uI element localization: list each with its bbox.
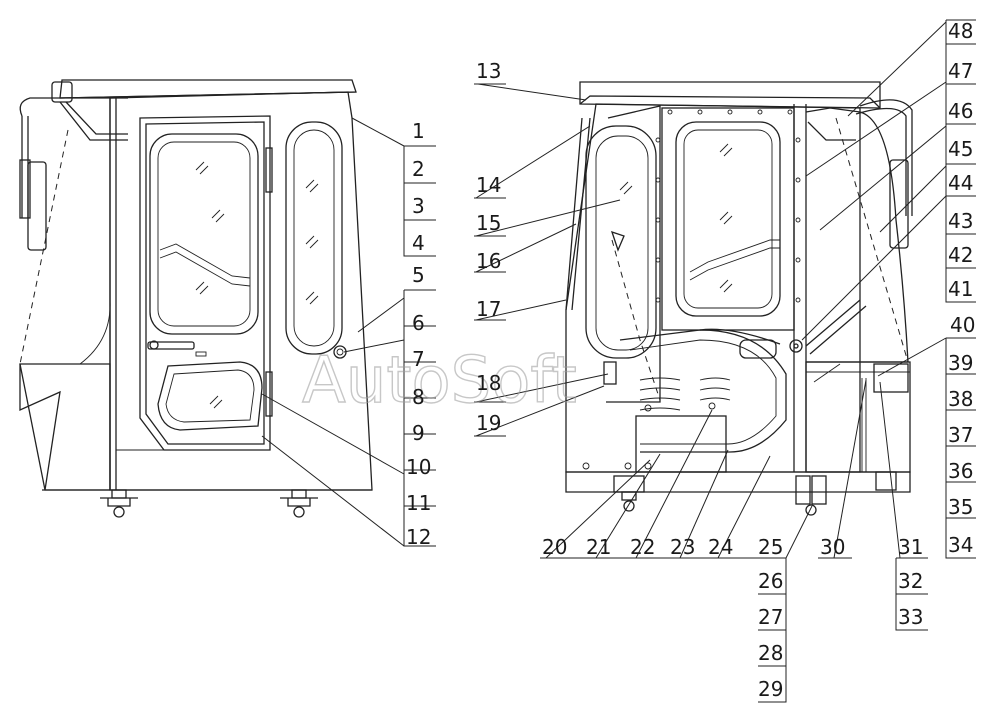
label-40: 40 — [950, 313, 975, 337]
label-42: 42 — [948, 243, 973, 267]
label-45: 45 — [948, 137, 973, 161]
label-frames — [403, 19, 976, 703]
label-3: 3 — [412, 194, 425, 218]
label-47: 47 — [948, 59, 973, 83]
label-41: 41 — [948, 277, 973, 301]
label-1: 1 — [412, 119, 425, 143]
part-number-labels: 1 2 3 4 5 6 7 8 9 10 11 12 13 14 15 16 1… — [406, 19, 975, 701]
label-44: 44 — [948, 171, 973, 195]
label-36: 36 — [948, 459, 973, 483]
label-9: 9 — [412, 421, 425, 445]
label-32: 32 — [898, 569, 923, 593]
label-8: 8 — [412, 385, 425, 409]
label-35: 35 — [948, 495, 973, 519]
label-21: 21 — [586, 535, 611, 559]
left-cab-view — [19, 79, 373, 518]
label-33: 33 — [898, 605, 923, 629]
label-20: 20 — [542, 535, 567, 559]
label-23: 23 — [670, 535, 695, 559]
label-25: 25 — [758, 535, 783, 559]
label-7: 7 — [412, 347, 425, 371]
right-cab-view — [565, 81, 913, 516]
label-30: 30 — [820, 535, 845, 559]
leader-lines — [261, 21, 947, 559]
label-14: 14 — [476, 173, 501, 197]
label-19: 19 — [476, 411, 501, 435]
label-12: 12 — [406, 525, 431, 549]
label-37: 37 — [948, 423, 973, 447]
label-34: 34 — [948, 533, 973, 557]
label-15: 15 — [476, 211, 501, 235]
label-48: 48 — [948, 19, 973, 43]
label-26: 26 — [758, 569, 783, 593]
left-feet — [100, 489, 318, 518]
watermark-text: AutoSoft — [302, 344, 577, 418]
label-27: 27 — [758, 605, 783, 629]
label-4: 4 — [412, 231, 425, 255]
label-13: 13 — [476, 59, 501, 83]
label-16: 16 — [476, 249, 501, 273]
label-38: 38 — [948, 387, 973, 411]
label-24: 24 — [708, 535, 733, 559]
label-17: 17 — [476, 297, 501, 321]
label-5: 5 — [412, 263, 425, 287]
label-39: 39 — [948, 351, 973, 375]
label-11: 11 — [406, 491, 431, 515]
label-43: 43 — [948, 209, 973, 233]
label-22: 22 — [630, 535, 655, 559]
label-6: 6 — [412, 311, 425, 335]
right-feet — [613, 475, 827, 516]
label-31: 31 — [898, 535, 923, 559]
label-10: 10 — [406, 455, 431, 479]
label-2: 2 — [412, 157, 425, 181]
door-bolt-holes — [655, 109, 801, 303]
label-28: 28 — [758, 641, 783, 665]
label-29: 29 — [758, 677, 783, 701]
label-46: 46 — [948, 99, 973, 123]
label-18: 18 — [476, 371, 501, 395]
